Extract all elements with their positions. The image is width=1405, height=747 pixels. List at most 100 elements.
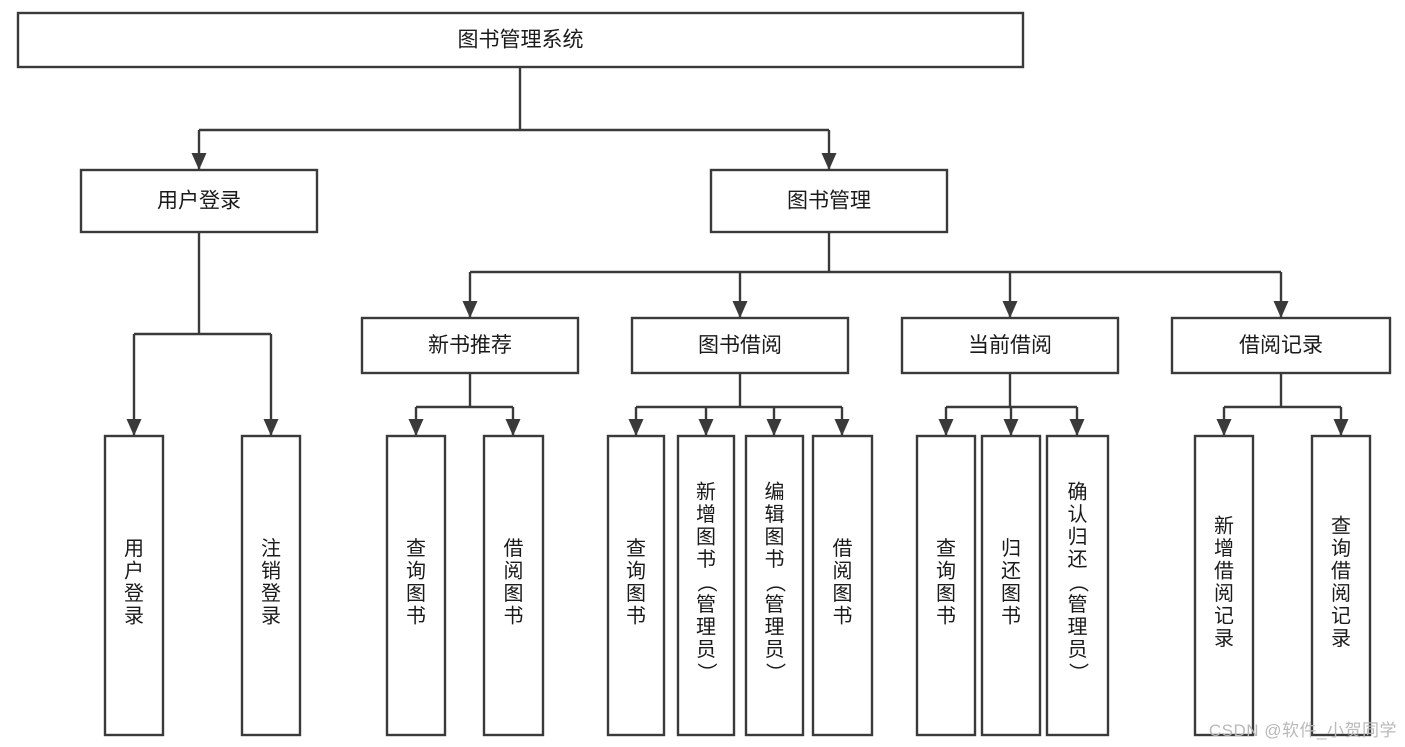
node-label-char: 阅 (1214, 582, 1234, 605)
node-label-char: 查 (406, 537, 426, 560)
node-label-char: 书 (765, 548, 785, 571)
csdn-watermark: CSDN @软件_小贺同学 (1208, 721, 1397, 740)
node-label-char: 借 (1214, 559, 1234, 582)
node-box[interactable] (1170, 316, 1392, 375)
node-label-char: 阅 (504, 559, 524, 582)
node-label-char: 认 (1068, 503, 1088, 526)
node-current-borrow[interactable]: 当前借阅 (900, 316, 1120, 375)
arrow-head-icon (821, 153, 837, 170)
connector-recommend-to-leaves (408, 373, 521, 436)
node-box[interactable] (1045, 434, 1110, 737)
node-label-char: 归 (1068, 526, 1088, 549)
node-box[interactable] (103, 434, 165, 737)
node-label-char: 查 (626, 537, 646, 560)
node-label-char: （ (764, 573, 787, 593)
node-box[interactable] (709, 168, 949, 234)
node-box[interactable] (79, 168, 319, 234)
node-box[interactable] (360, 316, 580, 375)
node-label-char: 借 (504, 537, 524, 560)
node-box[interactable] (240, 434, 302, 737)
node-label-char: 录 (1331, 628, 1351, 650)
arrow-head-icon (1002, 301, 1018, 318)
node-label-char: 书 (504, 604, 524, 627)
node-label-char: 员 (696, 639, 716, 661)
node-label-char: 查 (936, 537, 956, 560)
node-label-char: 图 (626, 583, 646, 605)
node-label-char: 询 (626, 559, 646, 582)
arrow-head-icon (462, 301, 478, 318)
node-label-char: 书 (696, 548, 716, 571)
node-root[interactable]: 图书管理系统 (16, 11, 1025, 69)
node-label-char: 询 (406, 559, 426, 582)
node-user-login-module[interactable]: 用户登录 (79, 168, 319, 234)
node-label-char: ） (764, 663, 787, 683)
node-box[interactable] (606, 434, 666, 737)
node-book-management-module[interactable]: 图书管理 (709, 168, 949, 234)
connectors-layer (126, 67, 1349, 436)
node-box[interactable] (676, 434, 736, 737)
node-box[interactable] (811, 434, 874, 737)
node-box[interactable] (385, 434, 447, 737)
connector-root-to-modules (191, 67, 837, 170)
node-label-char: 管 (765, 593, 785, 616)
arrow-head-icon (1273, 301, 1289, 318)
node-box[interactable] (16, 11, 1025, 69)
node-label-char: 记 (1214, 604, 1234, 627)
node-label-char: 增 (696, 503, 716, 526)
node-new-book-recommend[interactable]: 新书推荐 (360, 316, 580, 375)
node-label-char: 借 (833, 537, 853, 560)
node-label-char: 询 (936, 559, 956, 582)
arrow-head-icon (938, 419, 954, 436)
arrow-head-icon (1069, 419, 1085, 436)
node-leaf-user-login[interactable]: 用户登录 (103, 434, 165, 737)
node-box[interactable] (900, 316, 1120, 375)
node-label: 图书管理 (787, 190, 871, 213)
node-box[interactable] (482, 434, 545, 737)
node-book-borrow[interactable]: 图书借阅 (630, 316, 850, 375)
node-label-char: 书 (936, 604, 956, 627)
node-label-char: 录 (124, 605, 144, 627)
node-label: 用户登录 (124, 538, 144, 628)
node-label-char: 书 (1001, 604, 1021, 627)
node-label-char: 户 (124, 559, 144, 582)
node-label: 新书推荐 (428, 334, 512, 357)
node-box[interactable] (915, 434, 977, 737)
node-label-char: 确 (1068, 481, 1088, 504)
node-label-char: 图 (504, 583, 524, 605)
node-box[interactable] (980, 434, 1042, 737)
arrow-head-icon (505, 419, 521, 436)
arrow-head-icon (1216, 419, 1232, 436)
node-box[interactable] (1310, 434, 1372, 737)
node-label-char: 图 (1001, 583, 1021, 605)
node-box[interactable] (744, 434, 805, 737)
node-label-char: 阅 (1331, 582, 1351, 605)
node-label-char: 员 (1068, 639, 1088, 661)
node-label-char: 管 (1068, 593, 1088, 616)
node-label-char: 还 (1068, 548, 1088, 571)
arrow-head-icon (628, 419, 644, 436)
connector-book-management-to-submodules (462, 232, 1289, 318)
node-box[interactable] (630, 316, 850, 375)
node-borrow-record[interactable]: 借阅记录 (1170, 316, 1392, 375)
node-box[interactable] (1193, 434, 1255, 737)
